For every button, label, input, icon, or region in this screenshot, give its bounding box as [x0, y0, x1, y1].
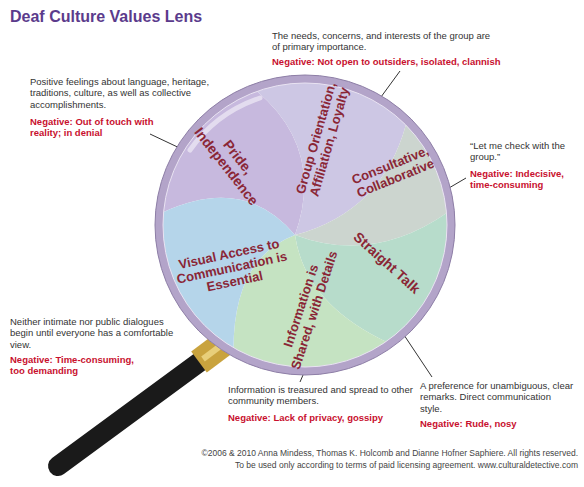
value-description: Positive feelings about language, herita…	[30, 76, 209, 110]
lens-rim-edge	[155, 75, 455, 375]
callout-box: The needs, concerns, and interests of th…	[272, 30, 497, 53]
glass-highlight	[190, 98, 260, 150]
negative-note: Negative: Out of touch with reality; in …	[30, 116, 154, 138]
callout-box: ©2006 & 2010 Anna Mindess, Thomas K. Hol…	[118, 448, 578, 458]
negative-note: Negative: Rude, nosy	[420, 418, 517, 429]
value-description: The needs, concerns, and interests of th…	[272, 30, 490, 52]
negative-note: Negative: Lack of privacy, gossipy	[228, 412, 383, 423]
value-description: Neither intimate nor public dialogues be…	[10, 316, 173, 350]
lens-rim-inner	[163, 83, 447, 367]
leader-line	[402, 332, 432, 377]
callout-box: Negative: Lack of privacy, gossipy	[228, 412, 413, 423]
negative-note: Negative: Indecisive, time-consuming	[470, 168, 564, 190]
lens-glass	[155, 75, 455, 375]
copyright-note: ©2006 & 2010 Anna Mindess, Thomas K. Hol…	[201, 448, 578, 458]
callout-box: Positive feelings about language, herita…	[30, 76, 220, 110]
callout-box: Negative: Indecisive, time-consuming	[470, 168, 578, 191]
value-description: A preference for unambiguous, clear rema…	[420, 380, 573, 414]
callout-box: Negative: Out of touch with reality; in …	[30, 116, 170, 139]
negative-note: Negative: Not open to outsiders, isolate…	[272, 56, 501, 67]
copyright-note: To be used only according to terms of pa…	[235, 460, 578, 470]
lens-rim	[159, 79, 451, 371]
callout-box: Negative: Not open to outsiders, isolate…	[272, 56, 572, 67]
diagram-title: Deaf Culture Values Lens	[10, 8, 202, 26]
callout-box: Negative: Time-consuming, too demanding	[10, 354, 150, 377]
negative-note: Negative: Time-consuming, too demanding	[10, 354, 134, 376]
callout-box: Negative: Rude, nosy	[420, 418, 575, 429]
callout-box: Information is treasured and spread to o…	[228, 384, 413, 407]
callout-box: To be used only according to terms of pa…	[118, 460, 578, 470]
value-description: Information is treasured and spread to o…	[228, 384, 413, 406]
value-description: “Let me check with the group.”	[470, 140, 565, 162]
lens-handle	[58, 358, 205, 466]
callout-box: Neither intimate nor public dialogues be…	[10, 316, 185, 350]
ferrule-highlight	[203, 347, 219, 359]
callout-box: “Let me check with the group.”	[470, 140, 578, 163]
callout-box: A preference for unambiguous, clear rema…	[420, 380, 575, 414]
